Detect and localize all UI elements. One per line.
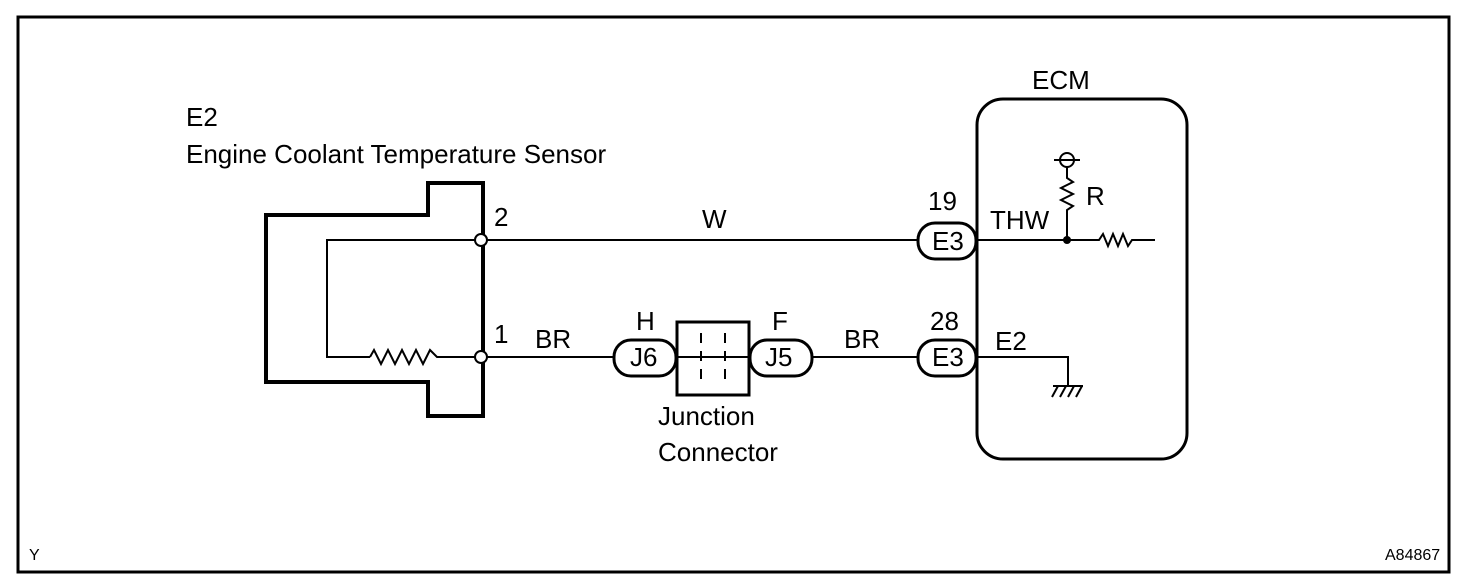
ecm-thw-connector <box>916 221 978 261</box>
sensor-pin-1-label: 1 <box>494 319 508 349</box>
thermistor-symbol <box>369 347 480 367</box>
thw-internal-resistor <box>1067 231 1155 249</box>
pullup-resistor <box>1058 167 1076 240</box>
pullup-resistor-label: R <box>1086 181 1105 211</box>
ecm-pin-19-number: 19 <box>928 186 957 216</box>
ecm-e2-connector <box>916 338 978 378</box>
footer-right-code: A84867 <box>1385 547 1440 564</box>
ecm-thw-connector-label: E3 <box>932 226 964 256</box>
j5-label: J5 <box>765 342 792 372</box>
ecm-title: ECM <box>1032 65 1090 95</box>
sensor-internal-wire <box>326 239 480 358</box>
sensor-pin-2-label: 2 <box>494 202 508 232</box>
junction-block <box>675 320 751 397</box>
sensor-code: E2 <box>186 102 218 132</box>
diagram-frame <box>16 15 1451 574</box>
wire-br-right-label: BR <box>844 324 880 354</box>
sensor-pin-2 <box>474 233 488 247</box>
wire-br-left-label: BR <box>535 324 571 354</box>
wire-w-label: W <box>702 204 727 234</box>
sensor-pin-1 <box>474 350 488 364</box>
j5-pin-label: F <box>772 306 788 336</box>
ecm-thw-signal: THW <box>990 205 1050 235</box>
j6-label: J6 <box>630 342 657 372</box>
junction-internal-dashes <box>676 333 750 379</box>
ecm-e2-connector-label: E3 <box>932 342 964 372</box>
ecm-ground-line <box>977 356 1069 386</box>
ecm-pin-28-number: 28 <box>930 306 959 336</box>
sensor-body <box>264 181 485 418</box>
sensor-name: Engine Coolant Temperature Sensor <box>186 139 606 169</box>
junction-label-line1: Junction <box>658 401 755 431</box>
ecm-e2-signal: E2 <box>995 326 1027 356</box>
junction-label-line2: Connector <box>658 437 778 467</box>
ground-symbol <box>1051 385 1083 398</box>
ecm-box <box>975 97 1189 461</box>
footer-left-code: Y <box>29 547 40 564</box>
j6-pin-label: H <box>636 306 655 336</box>
